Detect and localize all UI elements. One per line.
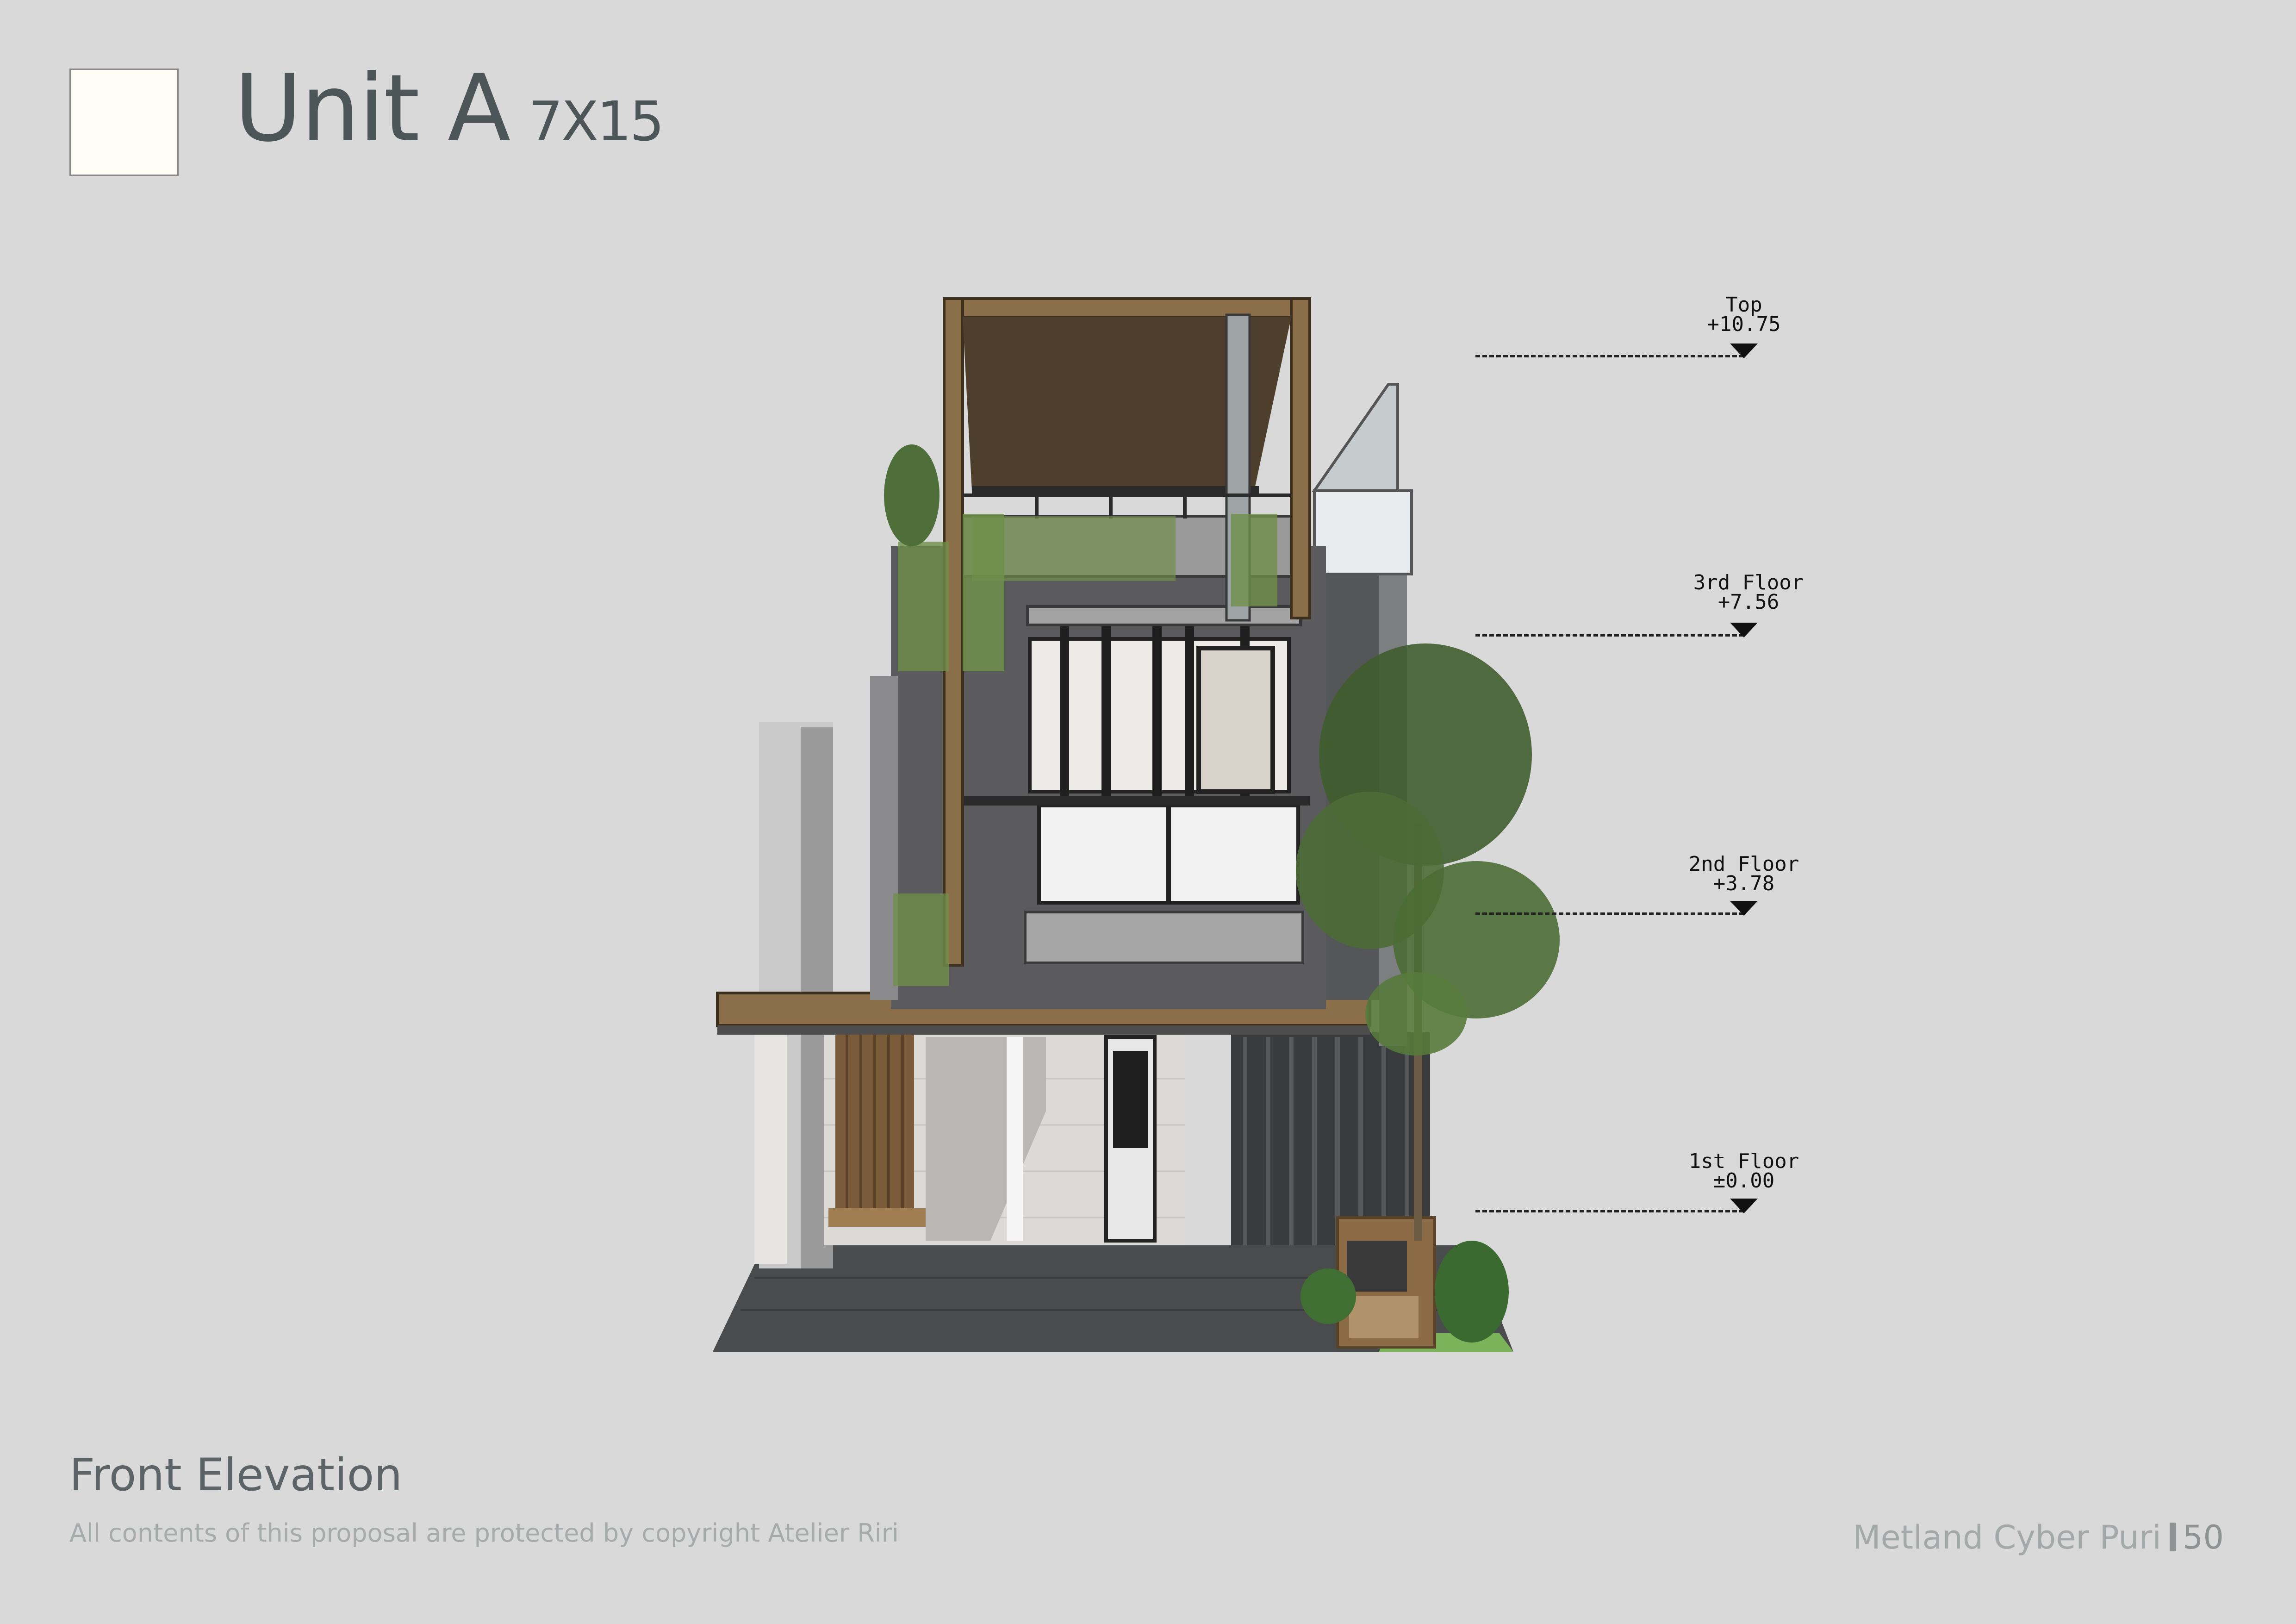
level-1st-floor-name: 1st Floor <box>1688 1149 1799 1173</box>
level-line-1st-floor <box>1475 1210 1744 1212</box>
front-elevation-drawing <box>713 297 1560 1352</box>
level-line-3rd-floor <box>1475 634 1744 637</box>
project-name: Metland Cyber Puri <box>1853 1518 2161 1556</box>
level-2nd-floor-name: 2nd Floor <box>1688 852 1799 876</box>
level-line-top <box>1475 355 1744 357</box>
page-footer: Metland Cyber Puri 50 <box>1853 1518 2224 1556</box>
level-2nd-floor-elevation: +3.78 <box>1713 872 1775 895</box>
level-1st-floor-elevation: ±0.00 <box>1713 1169 1775 1193</box>
unit-title: Unit A <box>234 55 511 162</box>
page-number: 50 <box>2182 1518 2224 1556</box>
color-swatch <box>69 69 179 176</box>
unit-size: 7X15 <box>528 89 665 153</box>
level-3rd-floor-name: 3rd Floor <box>1693 571 1804 594</box>
level-marker-1st-floor <box>1730 1199 1758 1213</box>
level-3rd-floor-elevation: +7.56 <box>1717 590 1780 614</box>
copyright-notice: All contents of this proposal are protec… <box>69 1518 899 1548</box>
footer-divider <box>2169 1523 2176 1551</box>
level-line-2nd-floor <box>1475 912 1744 915</box>
level-top-name: Top <box>1725 293 1762 317</box>
level-marker-3rd-floor <box>1730 623 1758 637</box>
level-marker-top <box>1730 344 1758 358</box>
level-top-elevation: +10.75 <box>1707 312 1781 336</box>
level-marker-2nd-floor <box>1730 901 1758 916</box>
page-title: Unit A 7X15 <box>234 55 665 162</box>
drawing-caption: Front Elevation <box>69 1449 403 1501</box>
